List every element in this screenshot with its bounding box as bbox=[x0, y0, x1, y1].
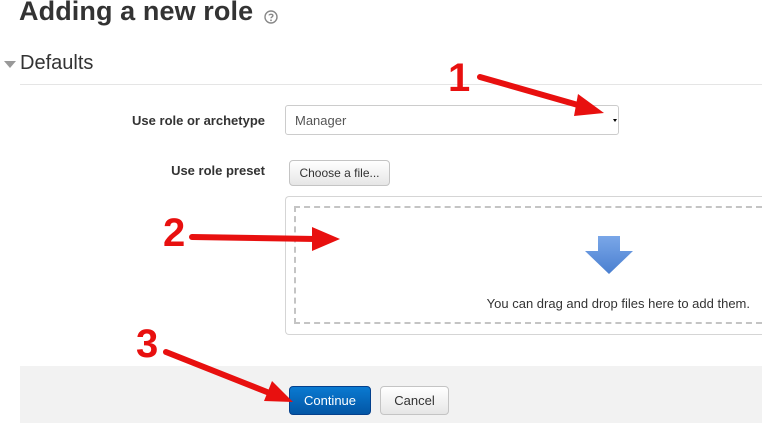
archetype-selected-value: Manager bbox=[295, 113, 347, 128]
callout-number-1: 1 bbox=[448, 56, 471, 100]
caret-down-icon[interactable] bbox=[4, 60, 16, 70]
section-divider bbox=[20, 84, 762, 85]
file-manager-container bbox=[285, 196, 762, 335]
section-title[interactable]: Defaults bbox=[20, 52, 94, 74]
dropdown-caret-icon bbox=[613, 119, 617, 122]
page-title: Adding a new role bbox=[19, 0, 254, 26]
callout-number-2: 2 bbox=[163, 211, 186, 255]
help-icon[interactable] bbox=[264, 10, 278, 24]
cancel-button[interactable]: Cancel bbox=[380, 386, 449, 415]
continue-button[interactable]: Continue bbox=[289, 386, 371, 415]
dropzone-instructions: You can drag and drop files here to add … bbox=[486, 296, 750, 311]
arrow-down-icon bbox=[585, 236, 633, 274]
file-dropzone[interactable] bbox=[294, 206, 762, 324]
choose-file-button[interactable]: Choose a file... bbox=[289, 160, 390, 186]
callout-number-3: 3 bbox=[136, 322, 159, 366]
archetype-label: Use role or archetype bbox=[132, 113, 265, 128]
preset-label: Use role preset bbox=[171, 163, 265, 178]
archetype-select[interactable]: Manager bbox=[285, 105, 619, 135]
